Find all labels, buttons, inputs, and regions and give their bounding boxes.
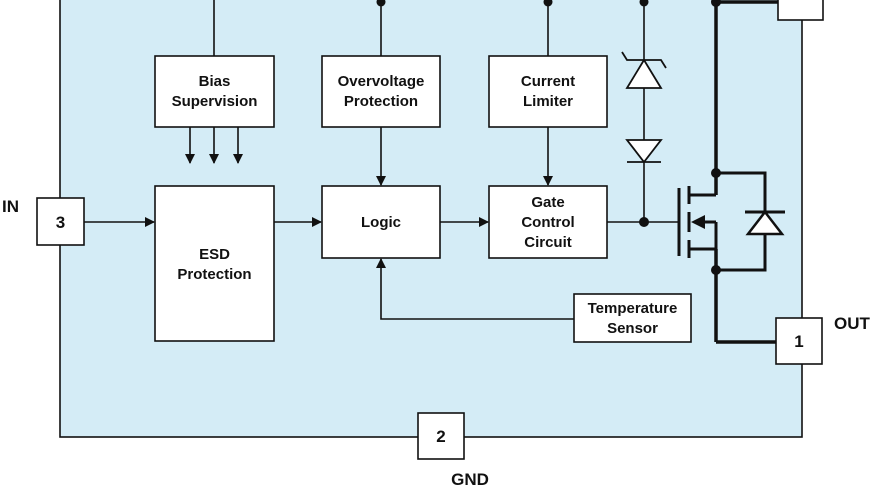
pin-top-partial [777,0,824,21]
temperature-sensor-block: Temperature Sensor [573,293,692,343]
cl-top-node [543,0,553,7]
bias-label-1: Bias [199,73,231,90]
bias-label-2: Supervision [172,93,258,110]
pin-out-label: OUT [834,314,871,333]
logic-label: Logic [361,214,401,231]
pin-in: 3 [36,197,85,246]
cl-label-2: Limiter [523,93,573,110]
clamp-top-node [639,0,649,7]
temp-label-1: Temperature [588,300,678,317]
pin-gnd-label: GND [451,470,489,489]
body-diode-wire-top [716,171,767,200]
esd-label-2: Protection [177,266,251,283]
ovp-label-1: Overvoltage [338,73,425,90]
ovp-label-2: Protection [344,93,418,110]
temp-label-2: Sensor [607,320,658,337]
logic-block: Logic [321,185,441,259]
body-diode-icon [745,200,785,246]
gate-control-block: Gate Control Circuit [488,185,608,259]
zener-diode-icon [621,51,667,89]
pin-gnd-number: 2 [436,427,445,446]
source-node [711,265,721,275]
body-diode-wire-bottom [716,246,767,272]
ovp-top-node [376,0,386,7]
current-limiter-block: Current Limiter [488,55,608,128]
diode-icon [625,139,663,164]
power-mosfet-icon [677,186,718,258]
esd-label-1: ESD [199,246,230,263]
gate-label-3: Circuit [524,234,572,251]
pin-out-number: 1 [794,332,803,351]
bias-supervision-block: Bias Supervision [154,55,275,128]
esd-protection-block: ESD Protection [154,185,275,342]
pin-in-number: 3 [56,213,65,232]
overvoltage-protection-block: Overvoltage Protection [321,55,441,128]
gate-label-1: Gate [531,194,564,211]
pin-gnd: 2 [417,412,465,460]
pin-in-label: IN [2,197,19,216]
pin-out: 1 [775,317,823,365]
cl-label-1: Current [521,73,575,90]
temp-to-logic-arrow [376,258,574,320]
gate-label-2: Control [521,214,574,231]
